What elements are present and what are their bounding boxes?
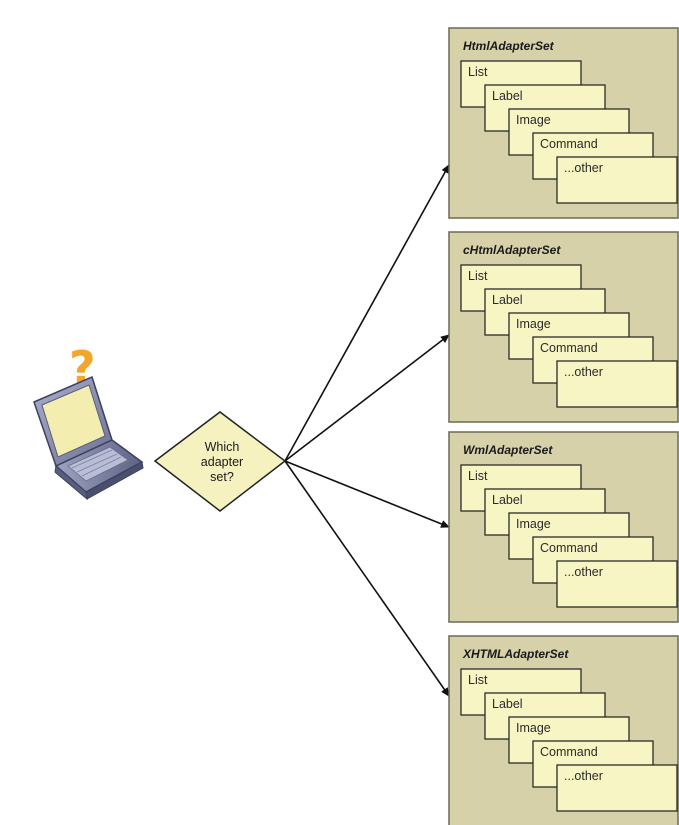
adapter-card-label: ...other — [564, 365, 603, 379]
client-device: ? — [33, 341, 144, 501]
adapter-card — [556, 560, 678, 608]
adapter-sets: HtmlAdapterSetListLabelImageCommand...ot… — [448, 27, 679, 825]
adapter-card-label: Label — [492, 493, 523, 507]
adapter-card-label: List — [468, 269, 488, 283]
adapter-card-label: Image — [516, 721, 551, 735]
adapter-card-label: List — [468, 673, 488, 687]
decision-diamond — [153, 411, 287, 512]
adapter-card-label: Image — [516, 113, 551, 127]
adapter-card-label: Image — [516, 517, 551, 531]
adapter-card-label: List — [468, 65, 488, 79]
adapter-card-label: Label — [492, 89, 523, 103]
adapter-card-label: Command — [540, 137, 598, 151]
adapter-card-label: Label — [492, 293, 523, 307]
adapter-set-title: cHtmlAdapterSet — [463, 243, 561, 257]
adapter-set-title: HtmlAdapterSet — [463, 39, 555, 53]
adapter-card-label: Command — [540, 745, 598, 759]
connector-arrow — [284, 460, 450, 528]
adapter-card-label: ...other — [564, 565, 603, 579]
decision-node: Which adapter set? — [153, 411, 287, 512]
connector-arrow — [284, 334, 450, 462]
adapter-card-label: List — [468, 469, 488, 483]
adapter-card-label: Image — [516, 317, 551, 331]
adapter-card-label: Label — [492, 697, 523, 711]
adapter-card-label: Command — [540, 541, 598, 555]
adapter-card — [556, 360, 678, 408]
connector-arrow — [284, 164, 450, 462]
decision-line-3: set? — [210, 470, 234, 484]
decision-line-1: Which — [205, 440, 240, 454]
adapter-set-title: WmlAdapterSet — [463, 443, 553, 457]
decision-line-2: adapter — [201, 455, 243, 469]
adapter-card — [556, 764, 678, 812]
connector-arrow — [284, 460, 450, 697]
adapter-set-title: XHTMLAdapterSet — [462, 647, 569, 661]
adapter-card-label: Command — [540, 341, 598, 355]
adapter-card-label: ...other — [564, 769, 603, 783]
adapter-card — [556, 156, 678, 204]
laptop-icon — [33, 375, 144, 501]
adapter-card-label: ...other — [564, 161, 603, 175]
connector-arrows — [284, 164, 450, 697]
